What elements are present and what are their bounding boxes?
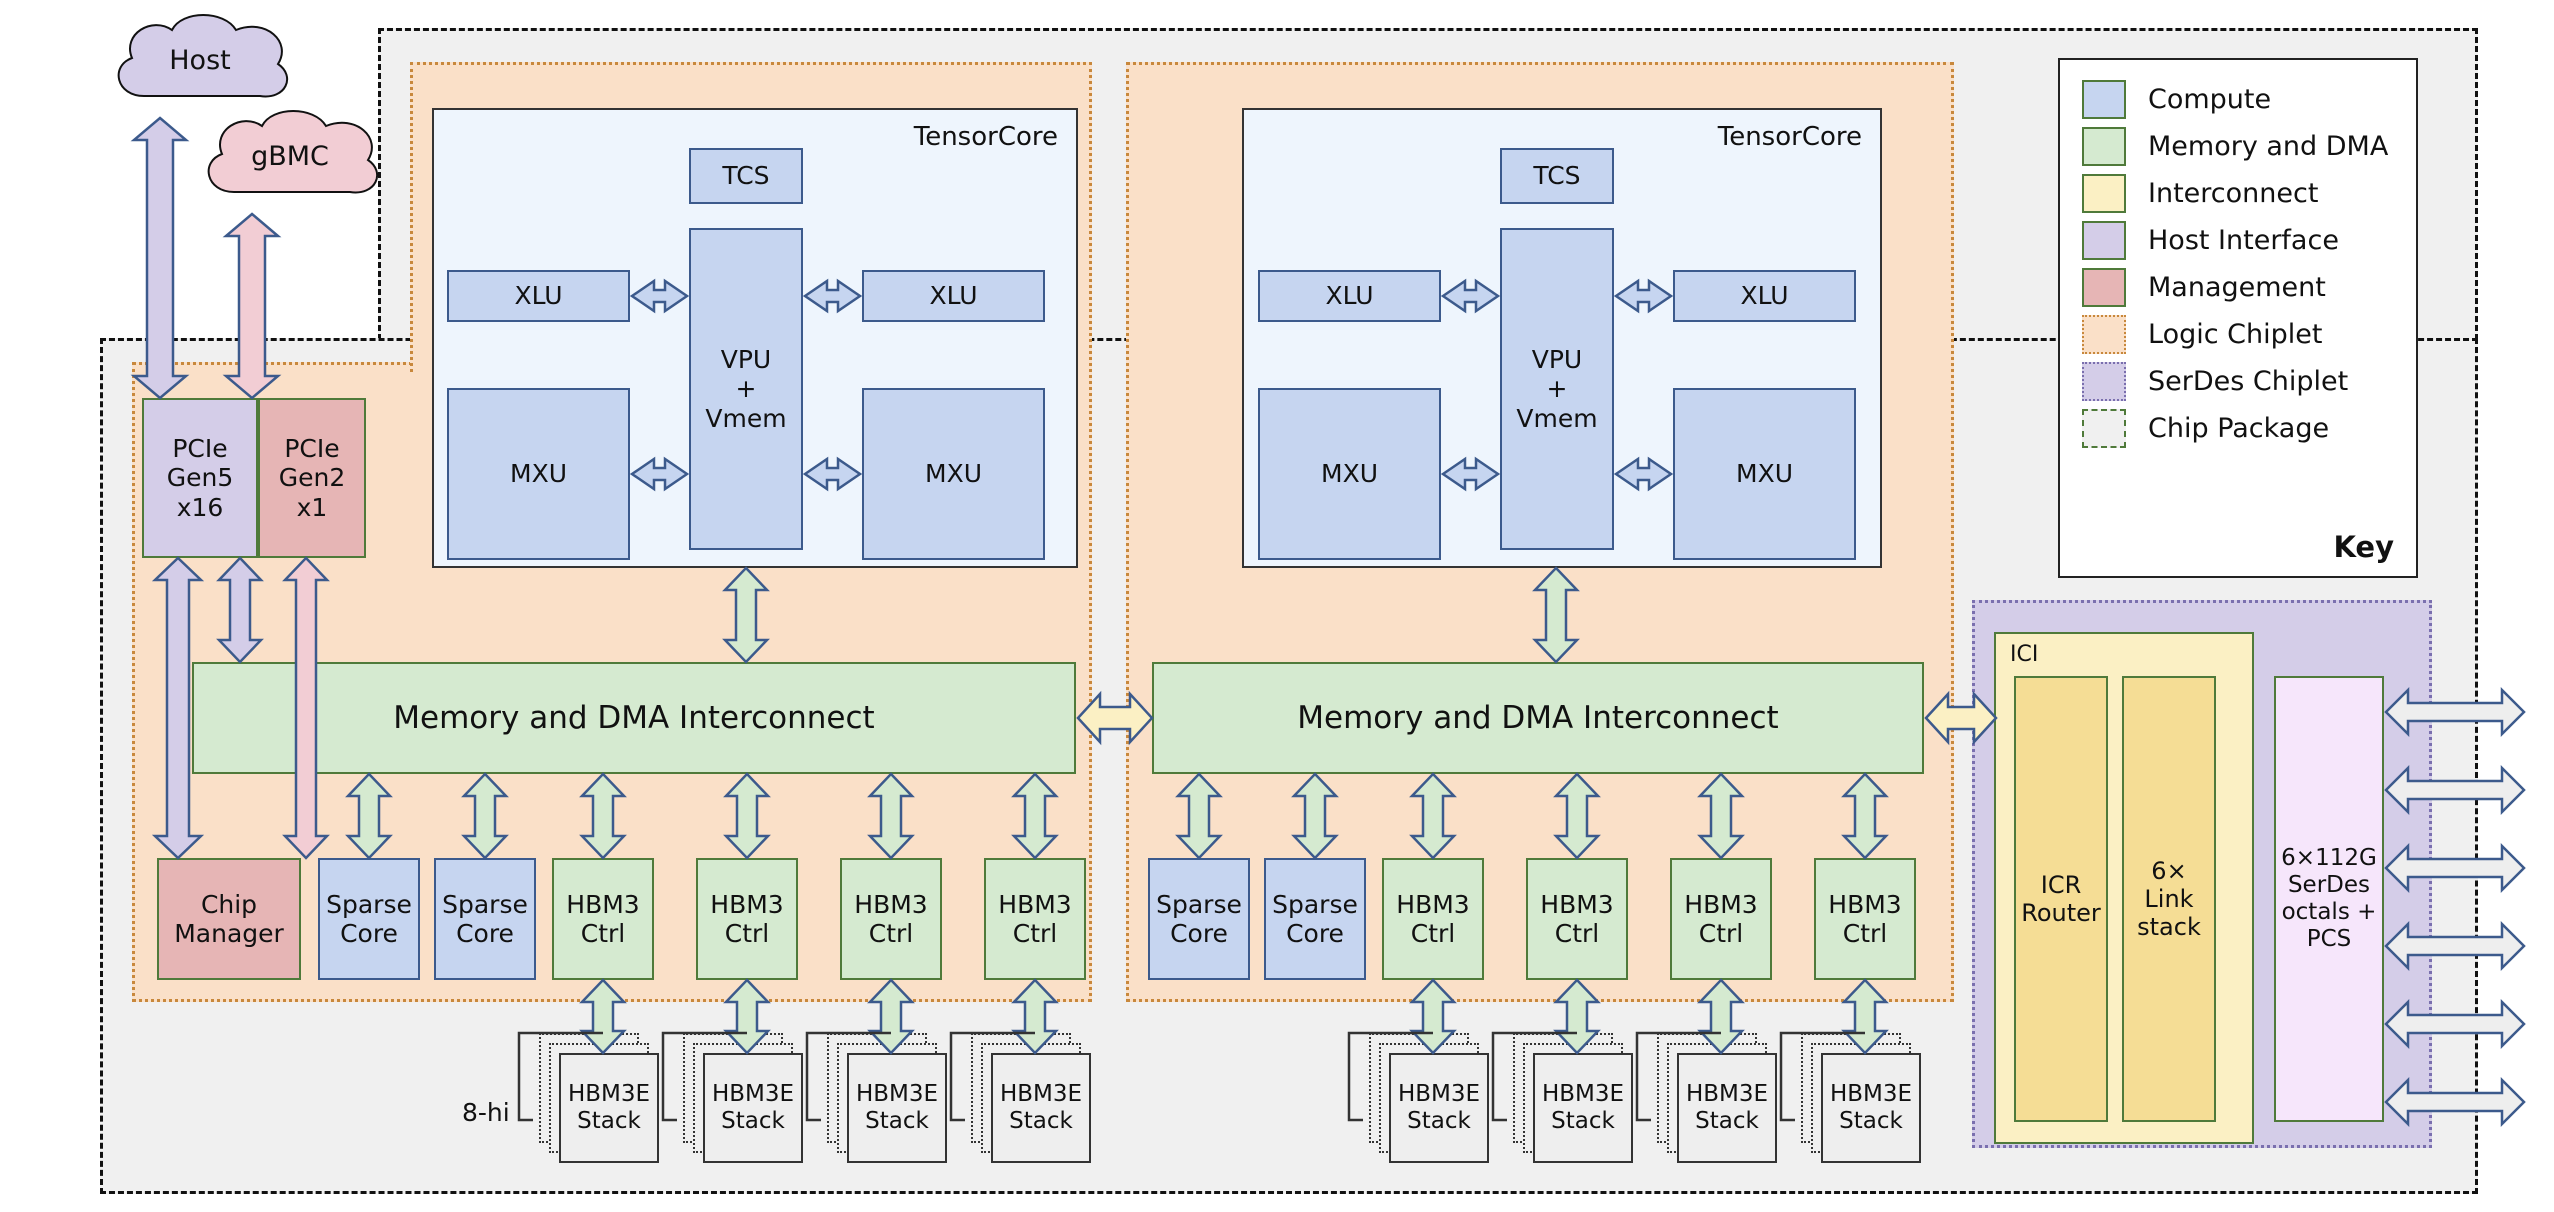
hbm3-ctrl-right-3[interactable]: HBM3 Ctrl (1670, 858, 1772, 980)
legend-label-compute: Compute (2148, 84, 2272, 115)
mxu-block-left-2[interactable]: MXU (862, 388, 1045, 560)
vpu-vmem-block-right[interactable]: VPU + Vmem (1500, 228, 1614, 550)
xlu-block-right-2[interactable]: XLU (1673, 270, 1856, 322)
xlu-block-left-1[interactable]: XLU (447, 270, 630, 322)
legend-swatch-memory (2082, 127, 2126, 166)
legend-label-logic-chiplet: Logic Chiplet (2148, 319, 2323, 350)
ici-label: ICI (2010, 642, 2039, 667)
sparse-core-right-2[interactable]: Sparse Core (1264, 858, 1366, 980)
legend-item-management: Management (2060, 264, 2416, 311)
legend-item-serdes-chiplet: SerDes Chiplet (2060, 358, 2416, 405)
legend-label-interconnect: Interconnect (2148, 178, 2319, 209)
tcs-block-right[interactable]: TCS (1500, 148, 1614, 204)
legend-label-memory: Memory and DMA (2148, 131, 2389, 162)
hbm3-ctrl-left-2[interactable]: HBM3 Ctrl (696, 858, 798, 980)
legend-item-compute: Compute (2060, 76, 2416, 123)
sparse-core-left-2[interactable]: Sparse Core (434, 858, 536, 980)
host-cloud: Host (100, 8, 300, 113)
hbm3e-stack-r1[interactable]: HBM3E Stack (1389, 1053, 1489, 1163)
hbm3e-stack-l1[interactable]: HBM3E Stack (559, 1053, 659, 1163)
legend-label-management: Management (2148, 272, 2326, 303)
legend-key-title: Key (2333, 530, 2394, 564)
hbm3-ctrl-left-1[interactable]: HBM3 Ctrl (552, 858, 654, 980)
hbm3e-stack-r4[interactable]: HBM3E Stack (1821, 1053, 1921, 1163)
hbm3-ctrl-right-4[interactable]: HBM3 Ctrl (1814, 858, 1916, 980)
hbm3-ctrl-left-3[interactable]: HBM3 Ctrl (840, 858, 942, 980)
legend-item-memory: Memory and DMA (2060, 123, 2416, 170)
legend-item-interconnect: Interconnect (2060, 170, 2416, 217)
sparse-core-right-1[interactable]: Sparse Core (1148, 858, 1250, 980)
icr-router-block[interactable]: ICR Router (2014, 676, 2108, 1122)
hbm-stack-height-label: 8-hi (462, 1098, 510, 1127)
legend-item-host-interface: Host Interface (2060, 217, 2416, 264)
tcs-block-left[interactable]: TCS (689, 148, 803, 204)
chip-manager-block[interactable]: Chip Manager (157, 858, 301, 980)
legend-swatch-interconnect (2082, 174, 2126, 213)
legend-label-chip-package: Chip Package (2148, 413, 2330, 444)
legend-swatch-serdes-chiplet (2082, 362, 2126, 401)
hbm3e-stack-l4[interactable]: HBM3E Stack (991, 1053, 1091, 1163)
serdes-octals-pcs-block[interactable]: 6×112G SerDes octals + PCS (2274, 676, 2384, 1122)
vpu-vmem-block-left[interactable]: VPU + Vmem (689, 228, 803, 550)
pcie-gen5-block[interactable]: PCIe Gen5 x16 (142, 398, 258, 558)
memory-dma-interconnect-right[interactable]: Memory and DMA Interconnect (1152, 662, 1924, 774)
host-cloud-label: Host (169, 45, 231, 76)
legend-label-host-interface: Host Interface (2148, 225, 2339, 256)
legend-swatch-logic-chiplet (2082, 315, 2126, 354)
legend-swatch-chip-package (2082, 409, 2126, 448)
legend-item-logic-chiplet: Logic Chiplet (2060, 311, 2416, 358)
hbm3e-stack-l2[interactable]: HBM3E Stack (703, 1053, 803, 1163)
legend-swatch-compute (2082, 80, 2126, 119)
legend-label-serdes-chiplet: SerDes Chiplet (2148, 366, 2349, 397)
hbm3e-stack-r3[interactable]: HBM3E Stack (1677, 1053, 1777, 1163)
sparse-core-left-1[interactable]: Sparse Core (318, 858, 420, 980)
hbm3-ctrl-right-2[interactable]: HBM3 Ctrl (1526, 858, 1628, 980)
xlu-block-right-1[interactable]: XLU (1258, 270, 1441, 322)
pcie-gen2-block[interactable]: PCIe Gen2 x1 (258, 398, 366, 558)
memory-dma-interconnect-left[interactable]: Memory and DMA Interconnect (192, 662, 1076, 774)
hbm3e-stack-r2[interactable]: HBM3E Stack (1533, 1053, 1633, 1163)
legend-item-chip-package: Chip Package (2060, 405, 2416, 452)
xlu-block-left-2[interactable]: XLU (862, 270, 1045, 322)
hbm3e-stack-l3[interactable]: HBM3E Stack (847, 1053, 947, 1163)
hbm3-ctrl-right-1[interactable]: HBM3 Ctrl (1382, 858, 1484, 980)
mxu-block-left-1[interactable]: MXU (447, 388, 630, 560)
legend-swatch-management (2082, 268, 2126, 307)
mxu-block-right-1[interactable]: MXU (1258, 388, 1441, 560)
gbmc-cloud-label: gBMC (251, 141, 329, 172)
legend-panel: Compute Memory and DMA Interconnect Host… (2058, 58, 2418, 578)
tensorcore-right-label: TensorCore (1717, 122, 1862, 152)
mxu-block-right-2[interactable]: MXU (1673, 388, 1856, 560)
link-stack-block[interactable]: 6× Link stack (2122, 676, 2216, 1122)
legend-swatch-host-interface (2082, 221, 2126, 260)
tensorcore-left-label: TensorCore (913, 122, 1058, 152)
gbmc-cloud: gBMC (190, 104, 390, 209)
hbm3-ctrl-left-4[interactable]: HBM3 Ctrl (984, 858, 1086, 980)
